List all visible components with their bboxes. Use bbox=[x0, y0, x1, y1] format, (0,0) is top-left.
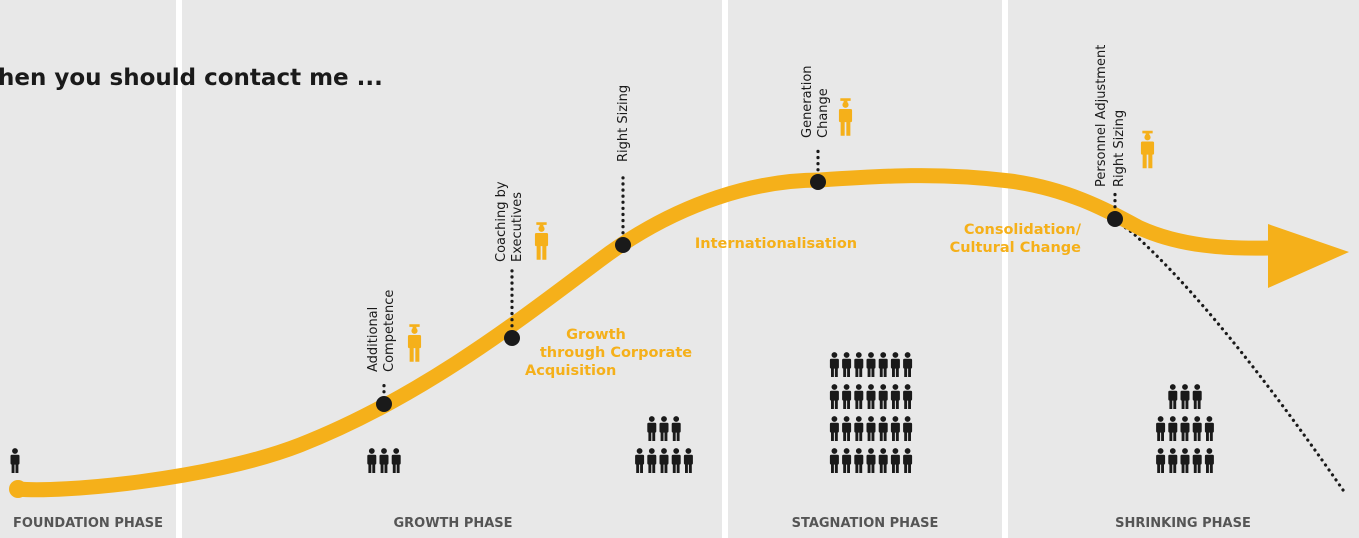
stagnation-panel bbox=[728, 0, 1002, 538]
milestone-dot-personnel bbox=[1107, 211, 1123, 227]
label-growth-acquisition: Growth through Corporate Acquisition bbox=[525, 327, 692, 379]
label-additional-competence: Additional Competence bbox=[366, 290, 397, 372]
svg-text:Acquisition: Acquisition bbox=[525, 363, 616, 379]
svg-text:Generation: Generation bbox=[800, 65, 815, 138]
svg-text:through Corporate: through Corporate bbox=[540, 345, 692, 361]
curve-arrowhead-icon bbox=[1268, 224, 1349, 288]
label-generation-change: Generation Change bbox=[800, 65, 831, 138]
svg-text:Change: Change bbox=[816, 88, 831, 138]
label-right-sizing: Right Sizing bbox=[616, 85, 631, 162]
milestone-dot-right-sizing bbox=[615, 237, 631, 253]
phase-label-foundation: FOUNDATION PHASE bbox=[13, 516, 163, 531]
foundation-panel bbox=[0, 0, 176, 538]
svg-text:Competence: Competence bbox=[382, 290, 397, 372]
page-title: hen you should contact me ... bbox=[0, 65, 383, 91]
milestone-dot-generation-change bbox=[810, 174, 826, 190]
phase-label-stagnation: STAGNATION PHASE bbox=[792, 516, 939, 531]
milestone-dot-coaching bbox=[504, 330, 520, 346]
curve-start-dot bbox=[9, 480, 27, 498]
label-consolidation: Consolidation/ Cultural Change bbox=[950, 222, 1082, 256]
svg-text:Personnel Adjustment: Personnel Adjustment bbox=[1094, 45, 1109, 187]
svg-text:Growth: Growth bbox=[566, 327, 626, 343]
svg-text:Cultural Change: Cultural Change bbox=[950, 240, 1082, 256]
label-internationalisation: Internationalisation bbox=[695, 236, 857, 252]
svg-text:Right Sizing: Right Sizing bbox=[616, 85, 631, 162]
svg-text:Additional: Additional bbox=[366, 307, 381, 372]
decline-dotted-path bbox=[1016, 184, 1345, 492]
svg-text:Consolidation/: Consolidation/ bbox=[964, 222, 1082, 238]
label-personnel: Personnel Adjustment Right Sizing bbox=[1094, 45, 1127, 187]
svg-text:Executives: Executives bbox=[510, 192, 525, 262]
svg-text:Right Sizing: Right Sizing bbox=[1112, 110, 1127, 187]
milestone-dot-additional-competence bbox=[376, 396, 392, 412]
phase-label-shrinking: SHRINKING PHASE bbox=[1115, 516, 1251, 531]
phase-label-growth: GROWTH PHASE bbox=[393, 516, 512, 531]
svg-text:Coaching by: Coaching by bbox=[494, 181, 509, 262]
label-coaching: Coaching by Executives bbox=[494, 181, 525, 262]
